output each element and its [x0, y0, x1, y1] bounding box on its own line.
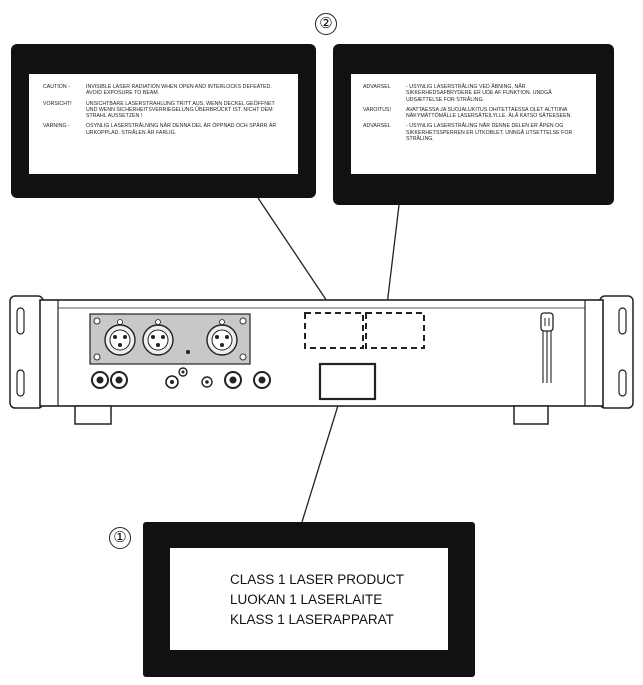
warning-label-left-text: CAUTION - INVISIBLE LASER RADIATION WHEN…: [43, 84, 287, 140]
foot-left: [74, 405, 112, 425]
warning-entry-text: - USYNLIG LASERSTRÅLING VED ÅBNING, NÅR …: [406, 84, 552, 103]
jack-row: [91, 367, 271, 389]
warning-label-left: CAUTION - INVISIBLE LASER RADIATION WHEN…: [11, 44, 316, 198]
warning-entry: ADVARSEL - USYNLIG LASERSTRÅLING NÅR DEN…: [363, 123, 587, 146]
warning-label-right: ADVARSEL - USYNLIG LASERSTRÅLING VED ÅBN…: [333, 44, 614, 205]
warning-entry-label: ADVARSEL: [363, 84, 391, 90]
class-label-location: [318, 362, 377, 401]
warning-entry-text: AVATTAESSA JA SUOJALUKITUS OHITETTAESSA …: [406, 106, 572, 120]
warning-entry: CAUTION - INVISIBLE LASER RADIATION WHEN…: [43, 84, 287, 101]
class-1-laser-label-panel: CLASS 1 LASER PRODUCT LUOKAN 1 LASERLAIT…: [170, 548, 448, 650]
warning-entry: VARNING - OSYNLIG LASERSTRÅLNING NÄR DEN…: [43, 123, 287, 140]
warning-entry-label: ADVARSEL: [363, 123, 391, 130]
warning-label-left-panel: CAUTION - INVISIBLE LASER RADIATION WHEN…: [29, 74, 298, 174]
warning-entry-label: CAUTION -: [43, 84, 70, 90]
warning-entry-label: VORSICHT!: [43, 100, 72, 107]
warning-entry-label: VARNING -: [43, 123, 70, 130]
class-label-line-3: KLASS 1 LASERAPPARAT: [230, 612, 394, 627]
warning-entry: VAROITUS! AVATTAESSA JA SUOJALUKITUS OHI…: [363, 107, 587, 124]
marker-one: ①: [109, 527, 131, 549]
rack-ear-left: [9, 295, 44, 409]
xlr-connector-panel: [89, 313, 251, 365]
warning-label-right-panel: ADVARSEL - USYNLIG LASERSTRÅLING VED ÅBN…: [351, 74, 596, 174]
marker-two: ②: [315, 13, 337, 35]
leader-line-class-label: [301, 385, 345, 523]
foot-right: [513, 405, 549, 425]
xlr-connector-3: [206, 319, 238, 356]
class-1-laser-label: CLASS 1 LASER PRODUCT LUOKAN 1 LASERLAIT…: [143, 522, 475, 677]
warning-entry: ADVARSEL - USYNLIG LASERSTRÅLING VED ÅBN…: [363, 84, 587, 107]
class-label-line-1: CLASS 1 LASER PRODUCT: [230, 572, 405, 587]
warning-label-location-left: [304, 312, 364, 349]
warning-entry-label: VAROITUS!: [363, 106, 392, 113]
warning-entry: VORSICHT! UNSICHTBARE LASERSTRAHLUNG TRI…: [43, 101, 287, 124]
warning-entry-text: UNSICHTBARE LASERSTRAHLUNG TRITT AUS, WE…: [86, 100, 275, 120]
warning-entry-text: - USYNLIG LASERSTRÅLING NÅR DENNE DELEN …: [406, 123, 573, 143]
power-cable: [540, 312, 554, 383]
xlr-connector-1: [104, 319, 136, 356]
class-label-line-2: LUOKAN 1 LASERLAITE: [230, 592, 383, 607]
rack-ear-right: [599, 295, 634, 409]
warning-label-location-right: [365, 312, 425, 349]
warning-label-right-text: ADVARSEL - USYNLIG LASERSTRÅLING VED ÅBN…: [363, 84, 587, 146]
warning-entry-text: INVISIBLE LASER RADIATION WHEN OPEN AND …: [86, 84, 272, 97]
warning-entry-text: OSYNLIG LASERSTRÅLNING NÄR DENNA DEL ÄR …: [86, 123, 277, 136]
xlr-connector-2: [142, 319, 174, 356]
